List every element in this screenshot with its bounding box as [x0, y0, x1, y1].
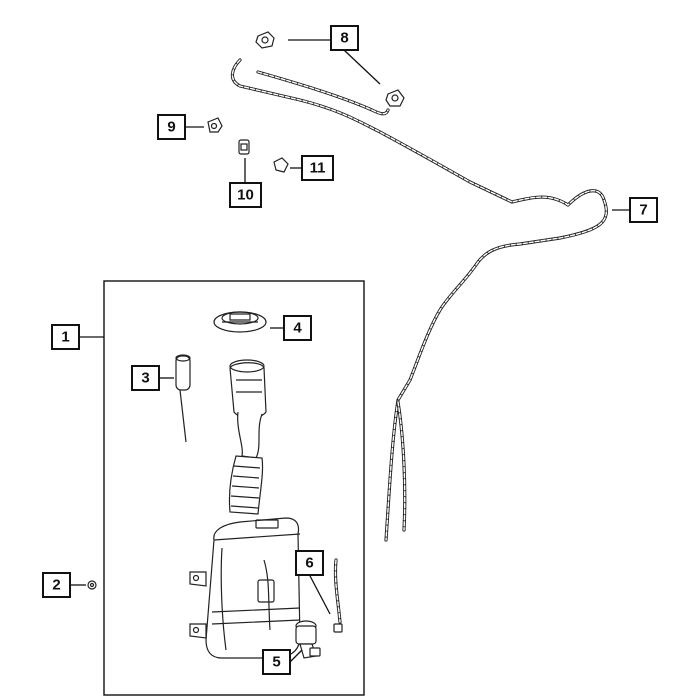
- callout-label: 1: [61, 329, 69, 346]
- leader-lines: [70, 39, 630, 663]
- leader-8b: [343, 49, 381, 85]
- leader-6: [308, 573, 331, 615]
- assembly-frame: [103, 280, 365, 696]
- callout-7: 7: [629, 197, 658, 223]
- washer-reservoir-assembly-icon: [189, 359, 301, 659]
- callout-1: 1: [51, 324, 80, 350]
- callout-label: 10: [237, 187, 254, 204]
- callout-6: 6: [295, 550, 324, 576]
- callout-label: 11: [310, 160, 326, 177]
- leader-5: [289, 649, 303, 663]
- clip-icon: [207, 117, 223, 133]
- callout-label: 6: [305, 555, 313, 572]
- callout-label: 8: [340, 30, 348, 47]
- nut-icon: [87, 580, 97, 590]
- retainer-icon: [273, 157, 289, 173]
- nozzle-clip-icon: [255, 31, 405, 107]
- washer-hose-long-icon: [230, 58, 608, 542]
- callout-9: 9: [157, 114, 186, 140]
- callout-2: 2: [42, 572, 71, 598]
- callout-label: 9: [167, 119, 175, 136]
- callout-label: 3: [141, 370, 149, 387]
- callout-11: 11: [301, 155, 334, 181]
- connector-icon: [238, 139, 250, 155]
- callout-label: 5: [272, 654, 280, 671]
- callout-label: 7: [639, 202, 647, 219]
- fluid-level-sensor-icon: [175, 354, 191, 443]
- callout-label: 2: [52, 577, 60, 594]
- filler-cap-icon: [213, 311, 267, 333]
- callout-10: 10: [229, 182, 262, 208]
- washer-hose-short-icon: [333, 558, 343, 633]
- callout-4: 4: [283, 315, 312, 341]
- callout-5: 5: [262, 649, 291, 675]
- callout-label: 4: [293, 320, 302, 337]
- washer-pump-icon: [295, 620, 321, 659]
- callout-8: 8: [330, 25, 359, 51]
- callout-3: 3: [131, 365, 160, 391]
